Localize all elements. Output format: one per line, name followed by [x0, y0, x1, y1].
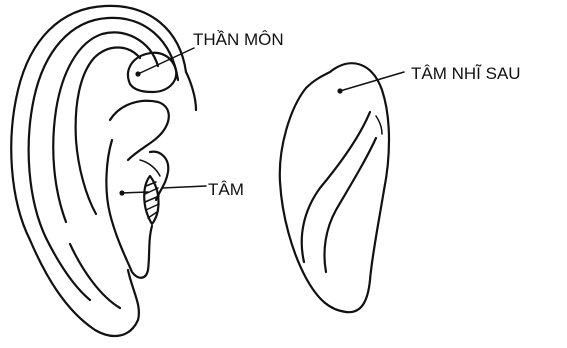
back-ear-inner-contour-1: [302, 112, 370, 262]
front-ear: [11, 6, 206, 336]
front-ear-triangular-fossa: [128, 53, 176, 92]
front-ear-antihelix-outer: [53, 32, 158, 222]
front-ear-concha-upper: [110, 101, 169, 160]
tam-leader-line: [122, 186, 206, 193]
front-ear-antihelix-inner: [76, 48, 140, 215]
tam-nhi-sau-leader-line: [340, 72, 404, 91]
label-than-mon: THẦN MÔN: [193, 30, 284, 49]
label-tam-nhi-sau: TÂM NHĨ SAU: [411, 64, 521, 83]
front-ear-intertragic-ridge: [140, 160, 160, 176]
back-ear-outline: [280, 63, 389, 312]
back-ear-upper-tick: [376, 116, 382, 134]
front-ear-lobule-inner: [70, 244, 120, 308]
front-ear-helix-outline: [11, 6, 186, 336]
label-tam: TÂM: [208, 180, 244, 199]
front-ear-helix-curl: [186, 72, 196, 110]
back-ear-inner-contour-2: [324, 138, 376, 272]
back-ear: [280, 63, 404, 312]
